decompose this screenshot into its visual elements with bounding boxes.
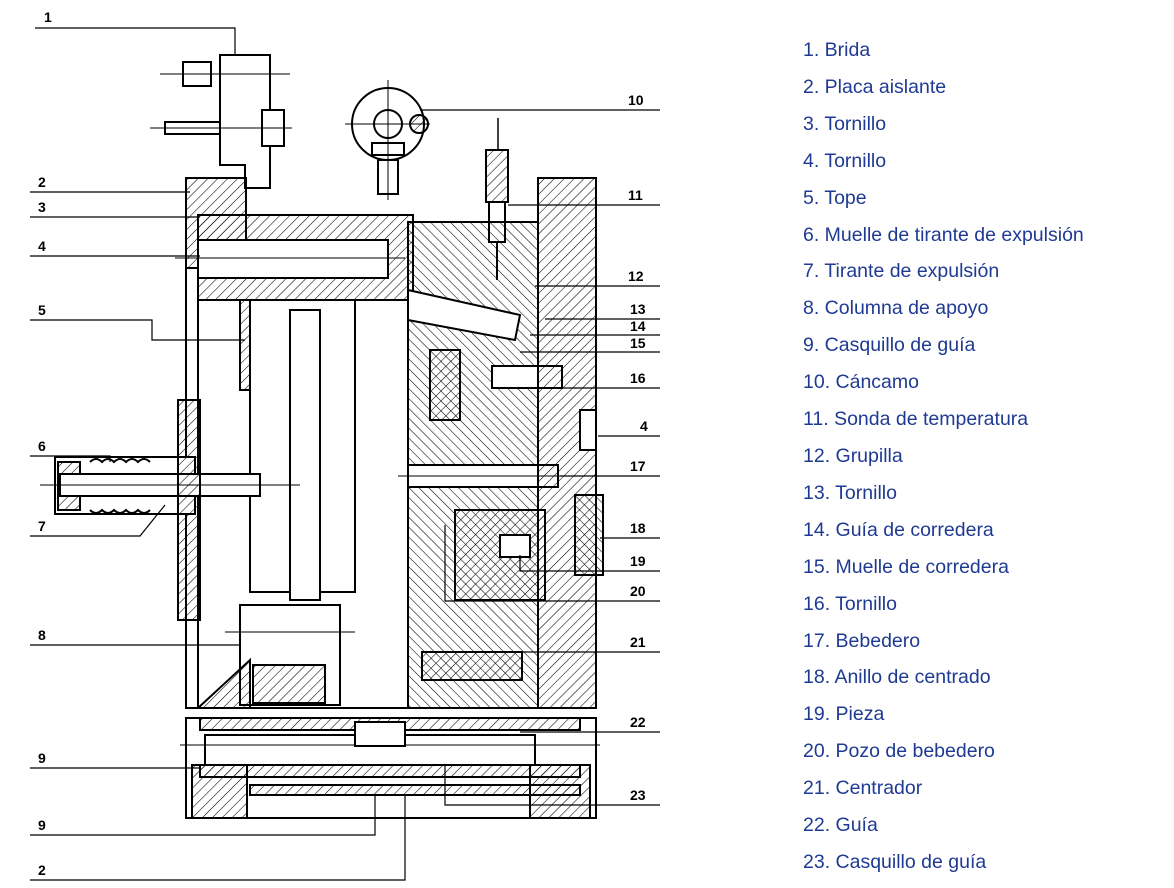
- legend-item: 21. Centrador: [803, 777, 923, 800]
- callout-4-right: 4: [640, 418, 648, 434]
- callout-6: 6: [38, 438, 46, 454]
- callout-labels: 1 2 3 4 5 6 7 8 9 9 2 10 11 12 13 14 15 …: [38, 9, 648, 878]
- centering-pin: [421, 651, 523, 681]
- callout-23: 23: [630, 787, 646, 803]
- callout-1: 1: [44, 9, 52, 25]
- legend-item: 13. Tornillo: [803, 481, 897, 504]
- temperature-probe: [485, 149, 509, 203]
- legend-item: 2. Placa aislante: [803, 75, 947, 98]
- callout-17: 17: [630, 458, 646, 474]
- legend-item: 23. Casquillo de guía: [803, 850, 987, 873]
- legend-item: 14. Guía de corredera: [803, 518, 994, 541]
- legend-item: 12. Grupilla: [803, 444, 903, 467]
- screw-4: [197, 239, 389, 279]
- legend-item: 9. Casquillo de guía: [803, 334, 976, 357]
- callout-2-bottom: 2: [38, 862, 46, 878]
- mold-cross-section-diagram: 1 2 3 4 5 6 7 8 9 9 2 10 11 12 13 14 15 …: [30, 9, 660, 881]
- centering-ring: [574, 494, 604, 576]
- legend-item: 17. Bebedero: [803, 629, 921, 652]
- callout-8: 8: [38, 627, 46, 643]
- callout-9: 9: [38, 750, 46, 766]
- callout-12: 12: [628, 268, 644, 284]
- callout-16: 16: [630, 370, 646, 386]
- legend-item: 5. Tope: [803, 186, 867, 209]
- callout-9-bottom: 9: [38, 817, 46, 833]
- legend-item: 6. Muelle de tirante de expulsión: [803, 223, 1084, 246]
- leader-lines: [30, 27, 660, 881]
- callout-21: 21: [630, 634, 646, 650]
- legend-item: 22. Guía: [803, 814, 878, 837]
- slide-guide: [407, 288, 522, 342]
- legend-item: 16. Tornillo: [803, 592, 897, 615]
- legend-item: 8. Columna de apoyo: [803, 297, 989, 320]
- callout-20: 20: [630, 583, 646, 599]
- mold-body: [40, 54, 610, 819]
- legend-item: 18. Anillo de centrado: [803, 666, 991, 689]
- legend-item: 19. Pieza: [803, 703, 885, 726]
- slide-spring: [429, 349, 461, 421]
- callout-2: 2: [38, 174, 46, 190]
- legend-item: 3. Tornillo: [803, 112, 887, 135]
- legend-item: 11. Sonda de temperatura: [803, 408, 1029, 431]
- callout-19: 19: [630, 553, 646, 569]
- legend-item: 7. Tirante de expulsión: [803, 260, 1000, 283]
- parts-legend: 1. Brida 2. Placa aislante 3. Tornillo 4. T…: [803, 32, 1084, 881]
- callout-10: 10: [628, 92, 644, 108]
- callout-11: 11: [628, 187, 643, 203]
- callout-15: 15: [630, 335, 646, 351]
- callout-14: 14: [630, 318, 646, 334]
- callout-7: 7: [38, 518, 46, 534]
- legend-item: 1. Brida: [803, 39, 871, 61]
- legend-item: 10. Cáncamo: [803, 371, 919, 394]
- callout-3: 3: [38, 199, 46, 215]
- callout-13: 13: [630, 301, 646, 317]
- legend-item: 15. Muelle de corredera: [803, 555, 1009, 578]
- callout-22: 22: [630, 714, 646, 730]
- legend-item: 4. Tornillo: [803, 149, 887, 172]
- callout-18: 18: [630, 520, 646, 536]
- callout-5: 5: [38, 302, 46, 318]
- legend-item: 20. Pozo de bebedero: [803, 740, 995, 763]
- callout-4: 4: [38, 238, 46, 254]
